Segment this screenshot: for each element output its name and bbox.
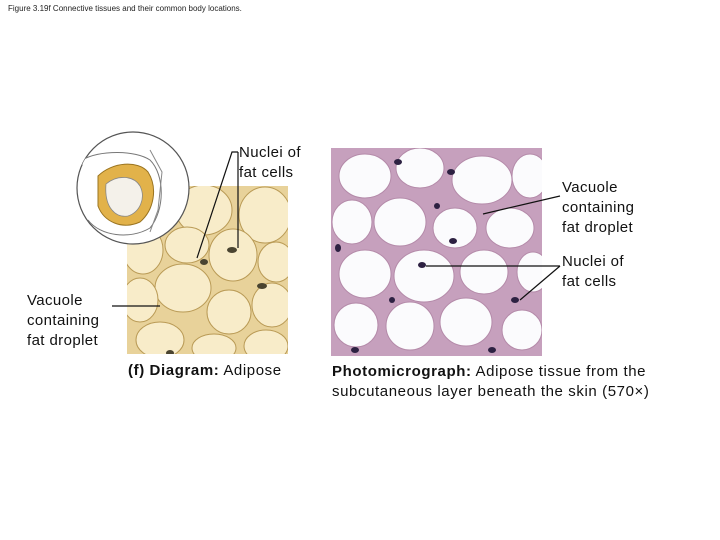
label-vacuole-photo: Vacuole containing fat droplet	[562, 179, 635, 236]
photomicrograph	[331, 148, 542, 356]
diagram-caption-text: Adipose	[219, 362, 282, 379]
label-nuclei-of-fat-cells-diagram: Nuclei of fat cells	[239, 144, 301, 181]
leader-lines	[112, 151, 561, 307]
label-vacuole-diagram: Vacuole containing fat droplet	[27, 292, 100, 349]
diagram-caption: (f) Diagram: Adipose	[128, 362, 282, 379]
label-nuclei-of-fat-cells-photo: Nuclei of fat cells	[562, 253, 624, 290]
photo-caption-line2: subcutaneous layer beneath the skin (570…	[332, 383, 650, 400]
photomicrograph-caption: Photomicrograph: Adipose tissue from the…	[332, 362, 649, 402]
diagram-caption-prefix: (f) Diagram:	[128, 362, 220, 379]
figure-caption: Figure 3.19f Connective tissues and thei…	[8, 4, 242, 13]
photo-caption-prefix: Photomicrograph:	[332, 363, 472, 380]
adipose-diagram	[127, 186, 288, 354]
body-location-inset	[76, 131, 190, 245]
photo-caption-line1: Adipose tissue from the	[471, 363, 647, 380]
